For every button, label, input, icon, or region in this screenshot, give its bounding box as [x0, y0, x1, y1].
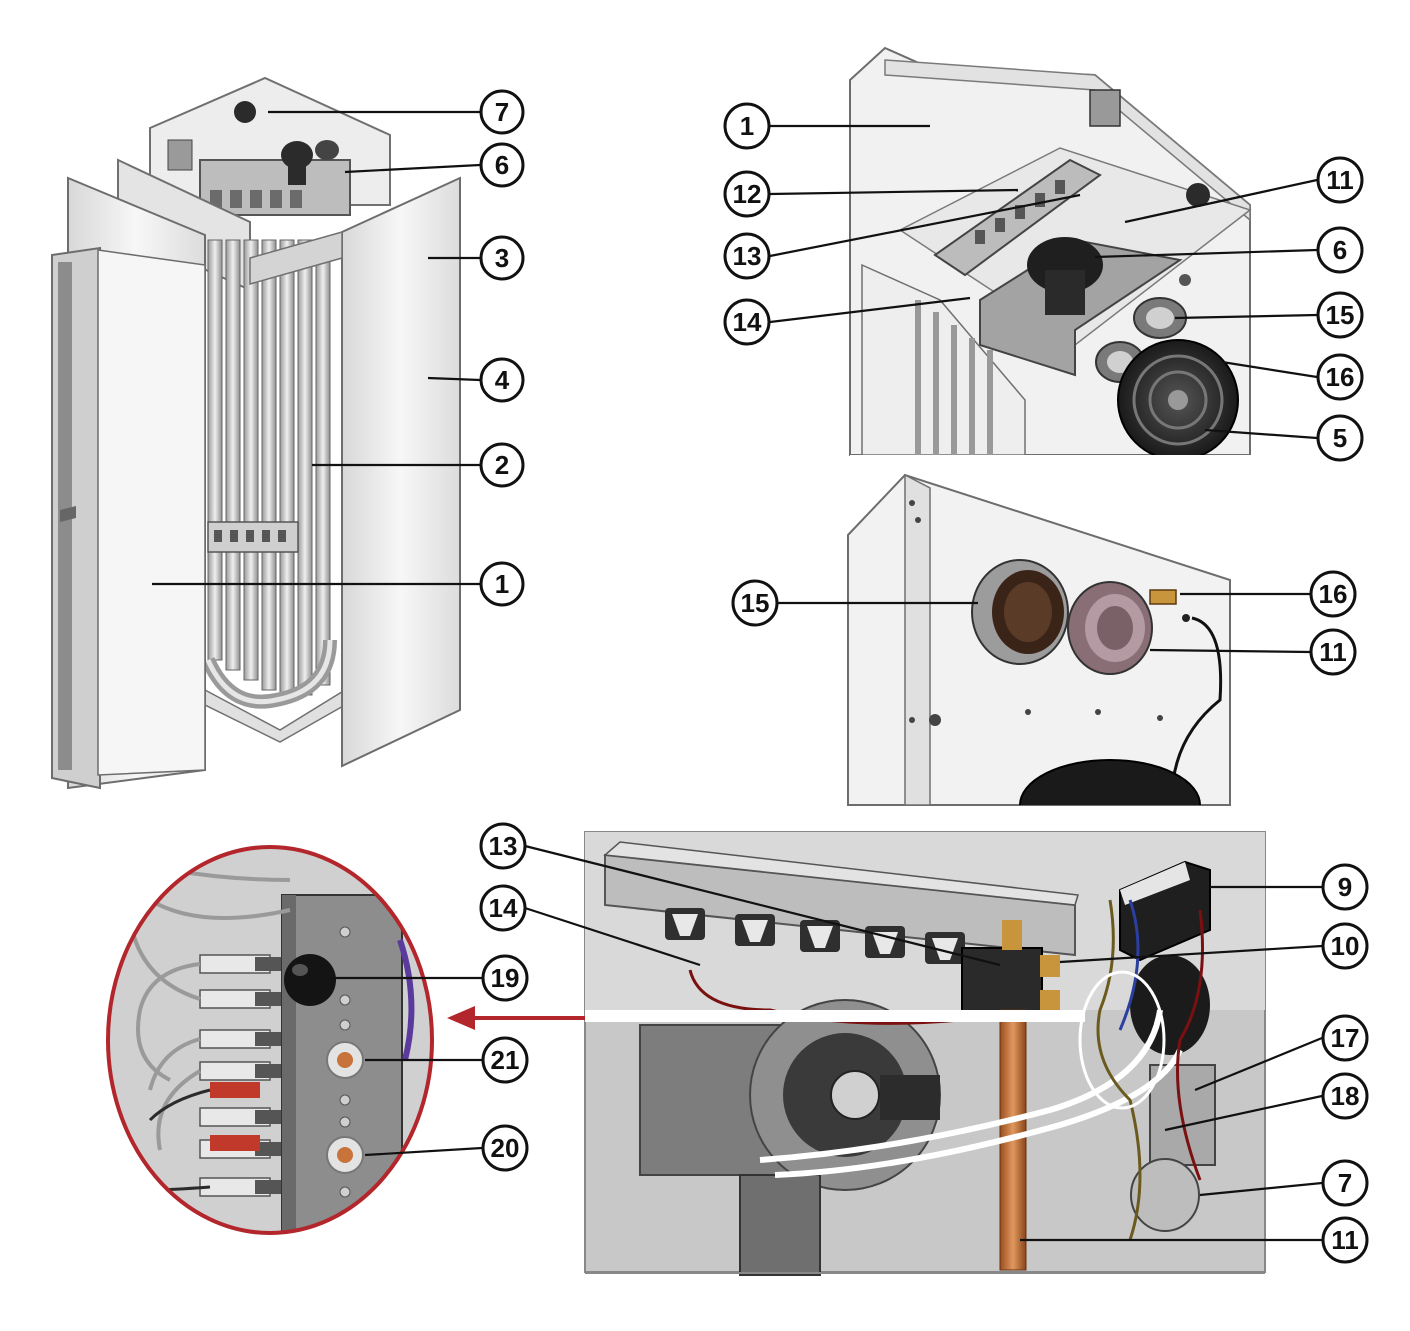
- leader-lines: [152, 110, 1323, 1242]
- callout-5: 5: [1316, 414, 1364, 462]
- callout-20: 20: [481, 1124, 529, 1172]
- callout-11: 11: [1316, 156, 1364, 204]
- zoom-arrow: [447, 1006, 585, 1030]
- callout-15: 15: [731, 579, 779, 627]
- callout-15: 15: [1316, 291, 1364, 339]
- callout-6: 6: [1316, 226, 1364, 274]
- callout-18: 18: [1321, 1072, 1369, 1120]
- callout-13: 13: [479, 822, 527, 870]
- svg-text:7: 7: [495, 97, 509, 127]
- callouts-boiler-overview: 7 6 3 4 2 1: [479, 89, 525, 607]
- terminal-zoom-illustration: [106, 845, 434, 1235]
- svg-text:21: 21: [491, 1045, 520, 1075]
- callout-21: 21: [481, 1036, 529, 1084]
- svg-text:16: 16: [1319, 579, 1348, 609]
- callout-13: 13: [723, 232, 771, 280]
- callout-14: 14: [723, 298, 771, 346]
- callout-12: 12: [723, 170, 771, 218]
- callout-1: 1: [479, 561, 525, 607]
- svg-text:7: 7: [1338, 1168, 1352, 1198]
- svg-text:3: 3: [495, 243, 509, 273]
- top-view-illustration: [849, 46, 1270, 463]
- callouts-rear-view: 15 16 11: [731, 570, 1357, 676]
- svg-text:16: 16: [1326, 362, 1355, 392]
- callout-9: 9: [1321, 863, 1369, 911]
- svg-text:1: 1: [495, 569, 509, 599]
- callout-17: 17: [1321, 1014, 1369, 1062]
- callout-3: 3: [479, 235, 525, 281]
- rear-view-illustration: [847, 473, 1231, 806]
- svg-text:12: 12: [733, 179, 762, 209]
- callout-7: 7: [479, 89, 525, 135]
- svg-text:13: 13: [733, 241, 762, 271]
- svg-text:15: 15: [741, 588, 770, 618]
- svg-text:13: 13: [489, 831, 518, 861]
- callout-7: 7: [1321, 1159, 1369, 1207]
- callout-11: 11: [1321, 1216, 1369, 1264]
- svg-text:2: 2: [495, 450, 509, 480]
- callout-6: 6: [479, 142, 525, 188]
- callout-11: 11: [1309, 628, 1357, 676]
- callout-10: 10: [1321, 922, 1369, 970]
- callout-16: 16: [1309, 570, 1357, 618]
- svg-text:15: 15: [1326, 300, 1355, 330]
- callouts-burner-detail: 13 14 9 10 17 18 7 11: [479, 822, 1369, 1264]
- callout-1: 1: [723, 102, 771, 150]
- svg-text:6: 6: [495, 150, 509, 180]
- svg-text:18: 18: [1331, 1081, 1360, 1111]
- svg-text:11: 11: [1319, 637, 1347, 667]
- callout-14: 14: [479, 884, 527, 932]
- highlight-strip: [585, 1010, 1085, 1022]
- boiler-overview-illustration: [51, 76, 461, 790]
- callout-19: 19: [481, 954, 529, 1002]
- svg-text:6: 6: [1333, 235, 1347, 265]
- svg-text:20: 20: [491, 1133, 520, 1163]
- callout-2: 2: [479, 442, 525, 488]
- heat-exchanger-tubes: [201, 239, 337, 709]
- callout-4: 4: [479, 357, 525, 403]
- svg-text:17: 17: [1331, 1023, 1360, 1053]
- svg-text:5: 5: [1333, 423, 1347, 453]
- callouts-top-view: 1 12 13 14 11 6 15 16 5: [723, 102, 1364, 462]
- svg-text:4: 4: [495, 365, 510, 395]
- svg-text:19: 19: [491, 963, 520, 993]
- svg-text:14: 14: [489, 893, 518, 923]
- svg-text:9: 9: [1338, 872, 1352, 902]
- callouts-terminal-zoom: 19 21 20: [481, 954, 529, 1172]
- burner-detail-photo: [584, 831, 1266, 1276]
- callout-16: 16: [1316, 353, 1364, 401]
- svg-text:1: 1: [740, 111, 754, 141]
- svg-text:10: 10: [1331, 931, 1360, 961]
- svg-text:11: 11: [1331, 1225, 1359, 1255]
- svg-text:11: 11: [1326, 165, 1354, 195]
- svg-text:14: 14: [733, 307, 762, 337]
